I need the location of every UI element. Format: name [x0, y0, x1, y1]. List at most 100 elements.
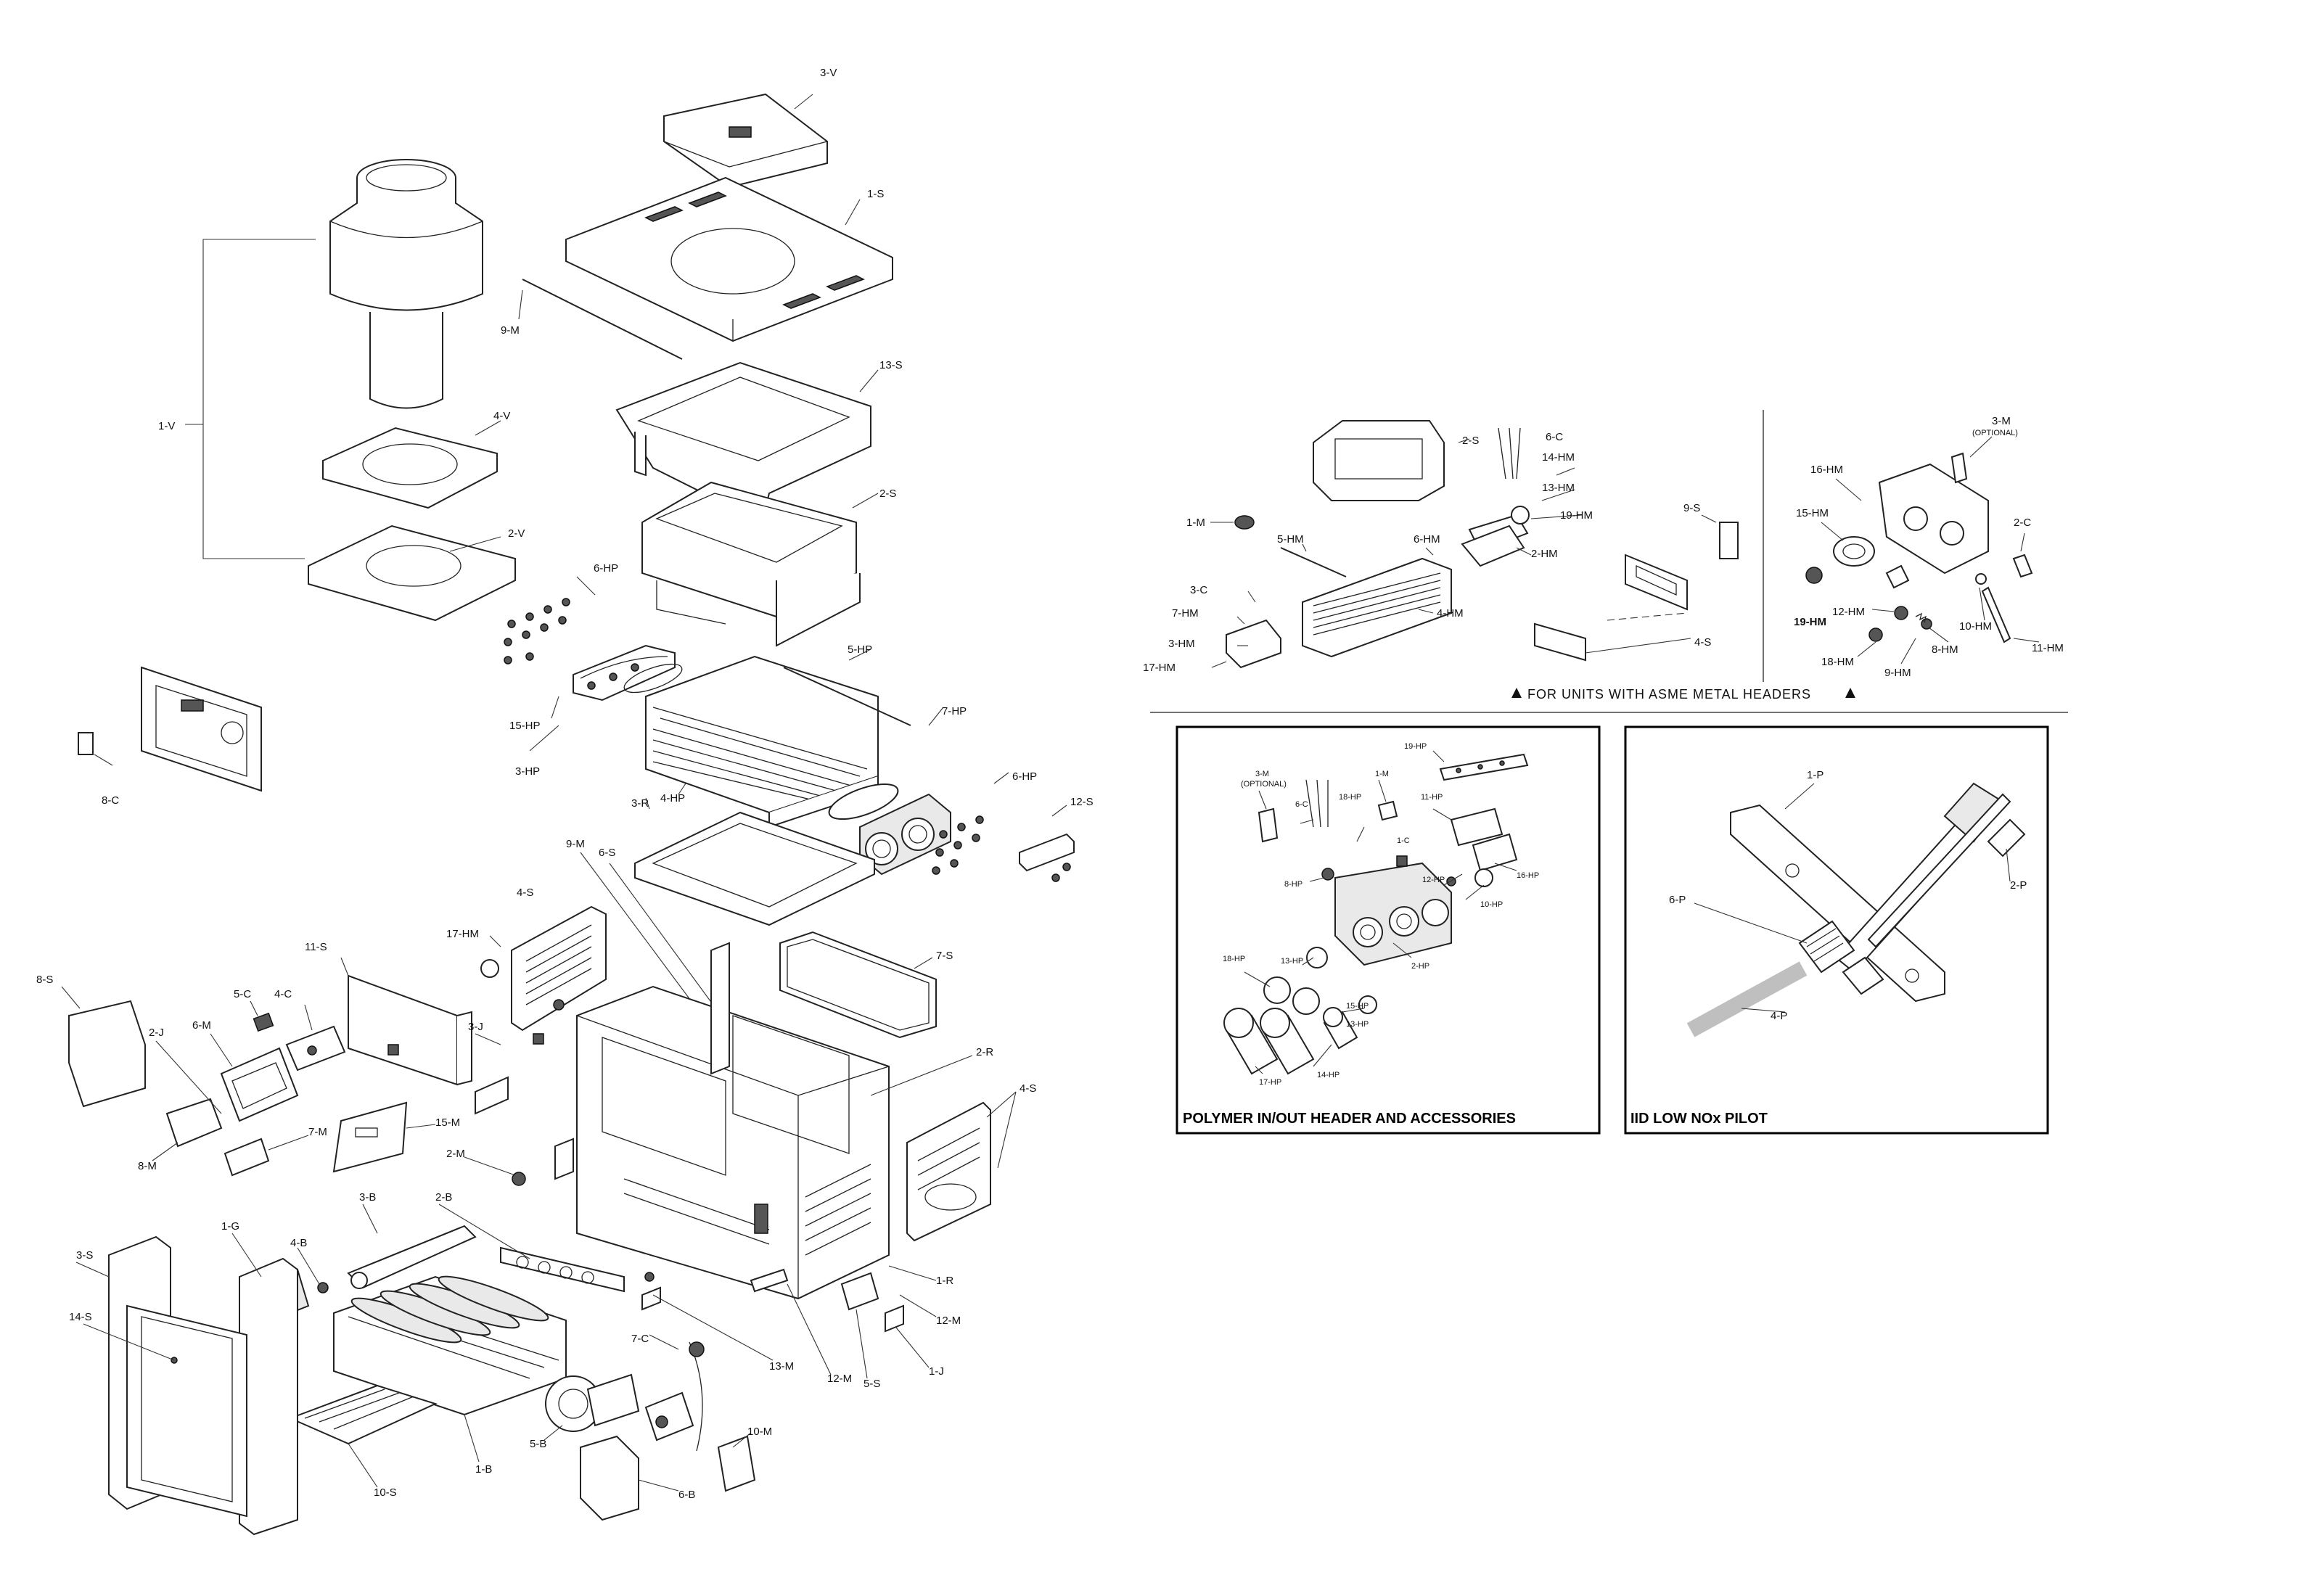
side-panel-4s-right: [906, 1101, 991, 1242]
asme-right-label-16hm: 16-HM: [1810, 464, 1843, 476]
polymer-label-6c: 6-C: [1295, 800, 1308, 809]
label-5c: 5-C: [234, 988, 251, 1000]
front-door: [108, 1235, 298, 1536]
label-2s: 2-S: [879, 488, 896, 500]
polymer-title: POLYMER IN/OUT HEADER AND ACCESSORIES: [1183, 1111, 1516, 1127]
label-6hp: 6-HP: [594, 562, 618, 575]
label-7s: 7-S: [936, 950, 953, 962]
label-4c: 4-C: [274, 988, 292, 1000]
label-3s: 3-S: [76, 1249, 93, 1262]
outlet-header: [859, 793, 951, 876]
polymer-label-19hp: 19-HP: [1404, 742, 1427, 751]
asme-label-1m: 1-M: [1186, 517, 1205, 529]
label-12m-lower: 12-M: [827, 1373, 852, 1385]
polymer-label-group: 3-M (OPTIONAL) 19-HP 6-C 1-M 18-HP 11-HP…: [1223, 742, 1539, 1087]
main-exploded-view: 3-V 1-S 9-M 1-V 13-S 4-V 2-S 2-V 6-HP 15…: [36, 67, 1094, 1536]
heat-exchanger: [645, 655, 879, 828]
asme-right-label-12hm: 12-HM: [1832, 606, 1865, 618]
blower: [545, 1373, 640, 1432]
cabinet: [576, 942, 890, 1300]
asme-label-19hm: 19-HM: [1560, 509, 1593, 522]
label-1b: 1-B: [475, 1463, 492, 1476]
asme-right-label-15hm: 15-HM: [1796, 507, 1829, 519]
label-6s: 6-S: [599, 847, 615, 859]
label-4s: 4-S: [517, 887, 533, 899]
label-7m: 7-M: [308, 1126, 327, 1138]
polymer-label-13hp-lower: 13-HP: [1346, 1020, 1369, 1029]
label-4s-right: 4-S: [1020, 1082, 1036, 1095]
label-3b: 3-B: [359, 1191, 376, 1204]
asme-right-label-optional: (OPTIONAL): [1972, 429, 2018, 437]
label-17hm: 17-HM: [446, 928, 479, 940]
top-panel: [565, 176, 893, 342]
asme-label-14hm: 14-HM: [1542, 451, 1575, 464]
label-5hp: 5-HP: [848, 643, 872, 656]
label-13s: 13-S: [879, 359, 903, 371]
label-2v: 2-V: [508, 527, 525, 540]
polymer-label-8hp: 8-HP: [1284, 880, 1302, 889]
pilot-title: IID LOW NOx PILOT: [1630, 1111, 1768, 1127]
label-15hp: 15-HP: [509, 720, 541, 732]
pilot-label-4p: 4-P: [1771, 1010, 1787, 1022]
label-9m-lower: 9-M: [566, 838, 585, 850]
polymer-label-1m: 1-M: [1375, 770, 1389, 778]
polymer-header-box: 3-M (OPTIONAL) 19-HP 6-C 1-M 18-HP 11-HP…: [1176, 725, 1601, 1135]
asme-label-2s: 2-S: [1462, 435, 1479, 447]
label-2b: 2-B: [435, 1191, 452, 1204]
asme-label-4s: 4-S: [1694, 636, 1711, 649]
label-2j: 2-J: [149, 1027, 164, 1039]
polymer-label-optional: (OPTIONAL): [1241, 780, 1287, 789]
label-5b: 5-B: [530, 1438, 546, 1450]
label-1s: 1-S: [867, 188, 884, 200]
label-3r: 3-R: [631, 797, 649, 810]
vent-plate-2v: [308, 525, 516, 622]
label-3v: 3-V: [820, 67, 837, 79]
collector-box: [641, 481, 861, 647]
asme-right-label-11hm: 11-HM: [2032, 642, 2064, 654]
label-13m: 13-M: [769, 1360, 794, 1373]
asme-label-4hm: 4-HM: [1437, 607, 1464, 620]
label-12s: 12-S: [1070, 796, 1094, 808]
label-3j: 3-J: [468, 1021, 483, 1033]
label-4b: 4-B: [290, 1237, 307, 1249]
label-6hp-right: 6-HP: [1012, 770, 1037, 783]
header-gasket: [573, 644, 683, 702]
asme-label-group: 2-S 6-C 14-HM 13-HM 19-HM 1-M 5-HM 6-HM …: [1143, 431, 1711, 674]
note-arrow-left-icon: [1511, 688, 1522, 698]
label-1j: 1-J: [929, 1365, 944, 1378]
asme-right-label-19hm: 19-HM: [1794, 616, 1826, 628]
label-14s: 14-S: [69, 1311, 92, 1323]
label-1v: 1-V: [158, 420, 175, 432]
asme-header-section: 2-S 6-C 14-HM 13-HM 19-HM 1-M 5-HM 6-HM …: [1143, 420, 1855, 702]
label-7hp: 7-HP: [942, 705, 967, 717]
asme-right-label-10hm: 10-HM: [1959, 620, 1992, 633]
asme-right-section: 3-M (OPTIONAL) 16-HM 15-HM 2-C 19-HM 12-…: [1794, 415, 2064, 679]
asme-label-2hm: 2-HM: [1531, 548, 1558, 560]
louvers: [805, 1164, 871, 1256]
control-board: [78, 666, 262, 792]
asme-label-7hm: 7-HM: [1172, 607, 1199, 620]
label-7c: 7-C: [631, 1333, 649, 1345]
side-panel-4s: [511, 905, 607, 1032]
flue-frame: [615, 361, 871, 524]
label-8c: 8-C: [102, 794, 119, 807]
label-15m: 15-M: [435, 1116, 460, 1129]
asme-label-3c: 3-C: [1190, 584, 1207, 596]
polymer-label-12hp: 12-HP: [1422, 876, 1445, 884]
asme-right-label-9hm: 9-HM: [1884, 667, 1911, 679]
pilot-label-1p: 1-P: [1807, 769, 1823, 781]
asme-right-label-18hm: 18-HM: [1821, 656, 1854, 668]
pilot-label-group: 1-P 6-P 2-P 4-P: [1669, 769, 2027, 1022]
asme-label-13hm: 13-HM: [1542, 482, 1575, 494]
label-5s: 5-S: [863, 1378, 880, 1390]
polymer-label-10hp: 10-HP: [1480, 900, 1503, 909]
asme-right-label-8hm: 8-HM: [1932, 643, 1958, 656]
polymer-label-16hp: 16-HP: [1517, 871, 1539, 880]
pilot-label-2p: 2-P: [2010, 879, 2027, 892]
pilot-box: 1-P 6-P 2-P 4-P IID LOW NOx PILOT: [1624, 725, 2049, 1135]
asme-right-label-2c: 2-C: [2014, 517, 2031, 529]
polymer-label-18hp: 18-HP: [1339, 793, 1361, 802]
label-8s: 8-S: [36, 974, 53, 986]
polymer-label-17hp: 17-HP: [1259, 1078, 1281, 1087]
label-4hp: 4-HP: [660, 792, 685, 805]
